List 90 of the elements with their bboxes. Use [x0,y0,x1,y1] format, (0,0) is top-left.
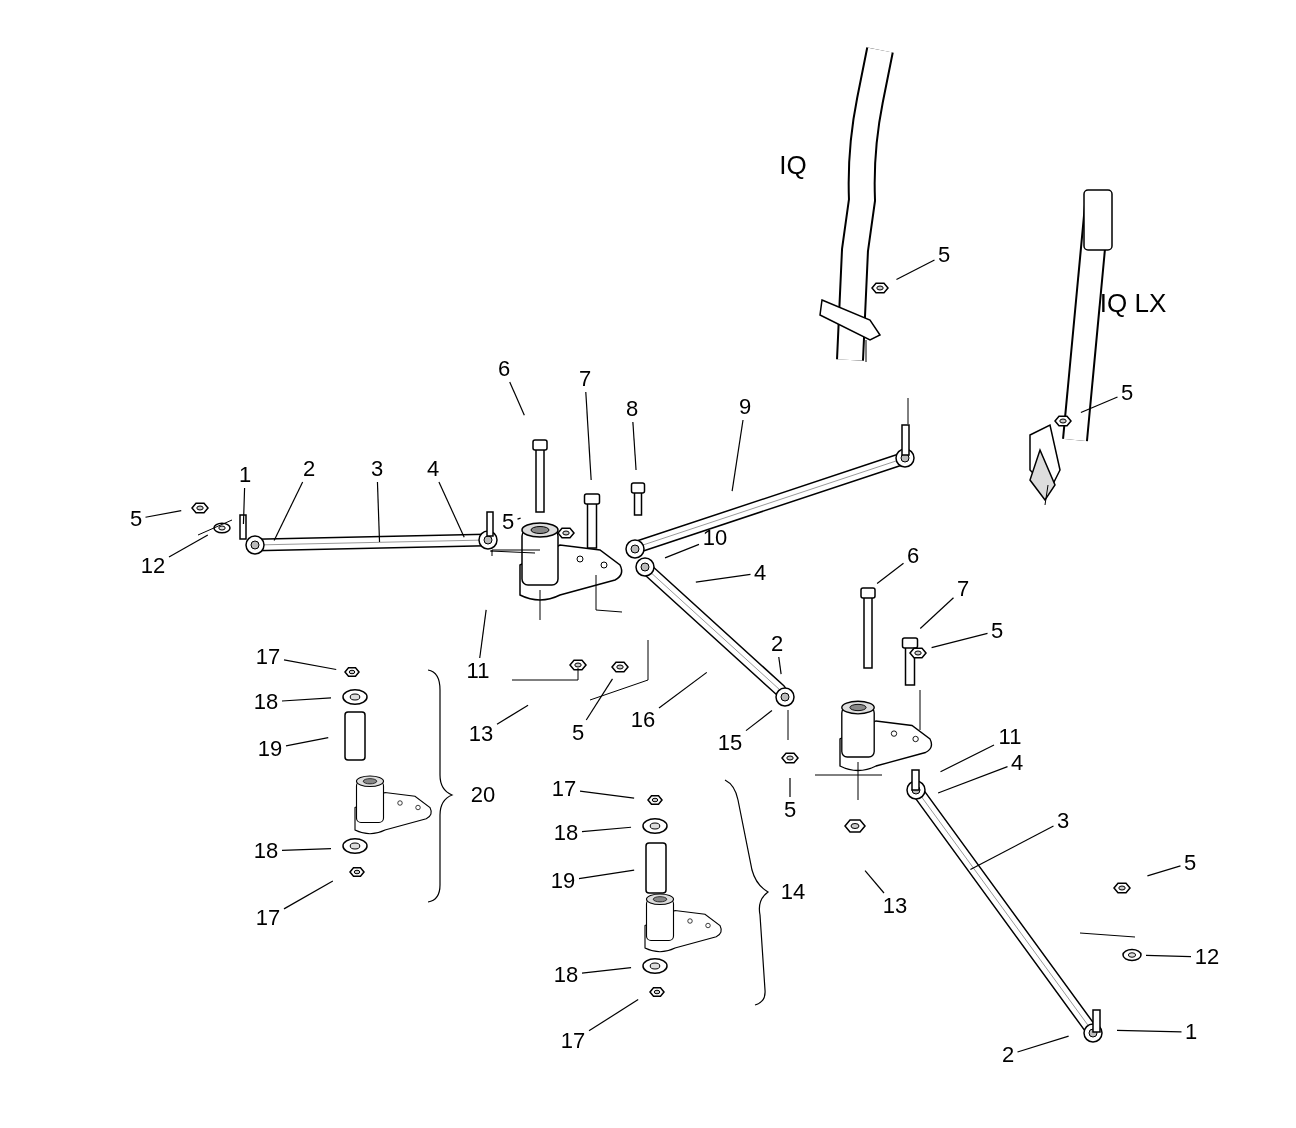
callout-number: 1 [1184,1021,1198,1043]
leader-line [578,869,635,880]
leader-line [1145,954,1192,958]
callout-number: 5 [1183,852,1197,874]
leader-line [745,709,773,732]
callout-number: 5 [990,620,1004,642]
callout-number: 19 [550,870,576,892]
callout-number: 13 [468,723,494,745]
leader-line [496,704,529,725]
leader-line [144,509,182,518]
leader-line [242,487,246,525]
callout-number: 5 [1120,382,1134,404]
callout-number: 7 [578,368,592,390]
leader-line [1146,865,1182,877]
leader-line [273,481,304,541]
callout-number: 4 [1010,752,1024,774]
callout-number: 8 [625,398,639,420]
leader-line [632,421,637,471]
callout-number: 11 [998,726,1022,748]
leader-line [919,597,955,630]
callout-number: 14 [780,881,806,903]
leader-line [695,573,752,583]
leader-line [876,562,905,585]
callout-number: 4 [426,458,440,480]
callout-number: 3 [1056,810,1070,832]
callout-number: 10 [702,527,728,549]
callout-number: 5 [129,508,143,530]
callout-number: 2 [770,633,784,655]
callout-number: 3 [370,458,384,480]
callout-number: 18 [253,840,279,862]
callout-number: 16 [630,709,656,731]
leader-line [376,481,381,543]
leader-line [509,381,525,416]
callout-number: 4 [753,562,767,584]
leader-line [895,259,936,281]
callout-number: 19 [257,738,283,760]
leader-line [479,609,487,659]
leader-line [1116,1029,1183,1033]
leader-line [789,777,791,798]
leader-line [581,826,632,833]
leader-line [285,737,329,747]
callout-number: 17 [255,646,281,668]
callout-number: 18 [553,822,579,844]
leader-line [937,766,1009,794]
callout-number: 12 [1194,946,1220,968]
leader-line [1016,1035,1070,1053]
callout-number: 18 [253,691,279,713]
leader-line [969,825,1055,871]
leader-line [778,656,782,675]
leader-line [731,419,744,492]
leader-line [516,517,522,520]
callout-number: 5 [501,511,515,533]
leader-line [588,998,639,1032]
callout-number: 5 [937,244,951,266]
callout-number: 5 [571,722,585,744]
leader-line [581,967,632,974]
leader-line [930,632,989,649]
callout-number: 11 [466,660,490,682]
callout-number: 20 [470,784,496,806]
leader-line [579,790,635,799]
leader-line [664,543,700,559]
callout-number: 17 [255,907,281,929]
leader-line [281,847,332,851]
leader-line [438,481,465,538]
leader-line [281,697,332,702]
leader-line [585,678,614,721]
callout-number: 1 [238,464,252,486]
callout-number: 18 [553,964,579,986]
callout-number: 17 [551,778,577,800]
leader-line [939,744,995,773]
leader-line [168,534,209,558]
callout-number: 12 [140,555,166,577]
callout-number: 9 [738,396,752,418]
callout-number: 15 [717,732,743,754]
callout-number: 2 [1001,1044,1015,1066]
callout-number: 7 [956,578,970,600]
leader-line [1080,396,1119,414]
leader-line [283,880,334,910]
leader-line [658,671,708,709]
callout-number: 17 [560,1030,586,1052]
callout-number: 6 [497,358,511,380]
callout-number: 6 [906,545,920,567]
model-label: IQ [779,152,807,178]
leader-line [283,659,337,671]
model-label: IQ LX [1099,290,1167,316]
callout-number: 2 [302,458,316,480]
leader-line [585,391,592,481]
callout-number: 5 [783,799,797,821]
callout-number: 13 [882,895,908,917]
leader-line [864,870,885,894]
